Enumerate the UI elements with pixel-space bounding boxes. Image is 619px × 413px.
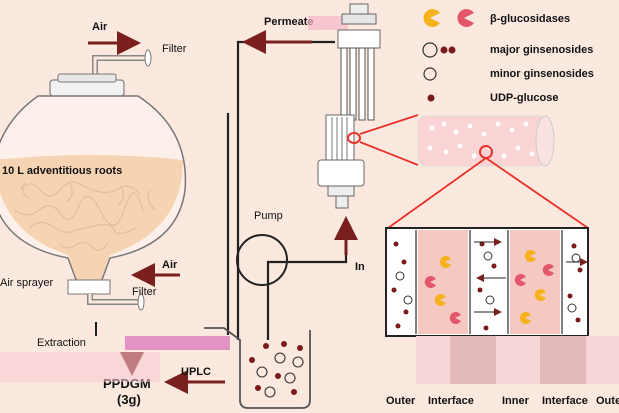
zone-label-outer-left: Outer [386, 395, 416, 407]
flask-medium [0, 155, 183, 282]
filter-top-icon [144, 49, 152, 67]
extraction-label: Extraction [37, 337, 86, 349]
legend-label-major-ginsenosides: major ginsenosides [490, 44, 593, 56]
glitch-band [0, 352, 160, 382]
zone-label-interface-right: Interface [542, 395, 588, 407]
permeate-label: Permeate [264, 16, 314, 28]
fiber-callout-marker [347, 132, 361, 144]
bioreactor-flask: Air Filter 10 L adventitious roots Air s… [0, 21, 187, 311]
pump-label: Pump [254, 210, 283, 222]
air-label-top: Air [92, 21, 108, 33]
major-ginsenoside-icon [422, 42, 456, 58]
panel-extension [416, 336, 619, 384]
air-sprayer [67, 279, 111, 295]
hollow-fiber-cartridge [325, 114, 355, 166]
filter-label-top: Filter [162, 43, 187, 55]
filter-label-bottom: Filter [132, 286, 157, 298]
udp-glucose-icon [427, 94, 435, 102]
pump-icon [236, 234, 288, 286]
uplc-label: UPLC [181, 366, 211, 378]
fiber-membrane-zoom-panel [385, 227, 589, 337]
bioreactor-label: 10 L adventitious roots [2, 165, 122, 177]
legend-label-udp-glucose: UDP-glucose [490, 92, 558, 104]
in-label: In [355, 261, 365, 273]
collection-beaker [204, 327, 311, 409]
ppdgm-amount: (3g) [117, 392, 141, 407]
fiber-tube-closeup [417, 115, 555, 167]
air-label-bottom: Air [162, 259, 178, 271]
membrane-zone-labels: Outer Interface Inner Interface Outer [386, 395, 619, 407]
legend-label-minor-ginsenosides: minor ginsenosides [490, 68, 594, 80]
legend: β-glucosidases major ginsenosides minor … [422, 9, 594, 104]
legend-label-beta-glucosidases: β-glucosidases [490, 13, 570, 25]
adventitious-roots [14, 181, 157, 251]
hollow-fiber-module [317, 3, 381, 209]
zone-label-interface-left: Interface [428, 395, 474, 407]
beta-glucosidase-icon [423, 9, 474, 27]
filter-bottom-icon [137, 293, 145, 311]
minor-ginsenoside-icon [423, 67, 437, 81]
glitched-text-block [125, 336, 230, 350]
air-sprayer-label: Air sprayer [0, 277, 54, 289]
zone-label-inner: Inner [502, 395, 530, 407]
zone-label-outer-right: Outer [596, 395, 619, 407]
